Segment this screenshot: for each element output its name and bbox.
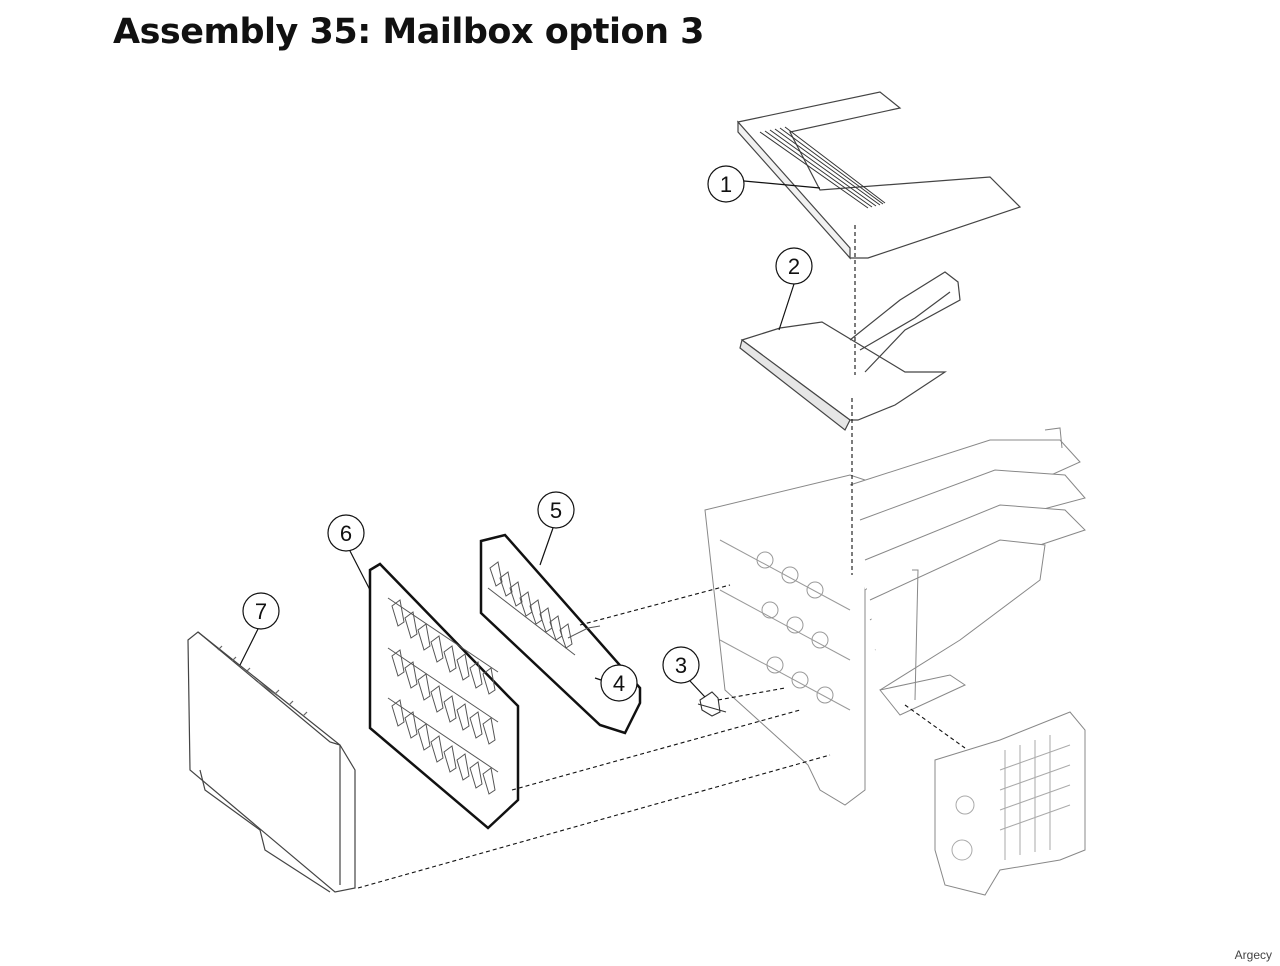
callout-3: 3 (662, 646, 706, 698)
callout-4-label: 4 (613, 671, 625, 696)
callout-7-label: 7 (255, 599, 267, 624)
callout-6: 6 (327, 514, 371, 591)
bin-tray-part (739, 271, 961, 431)
callout-3-label: 3 (675, 653, 687, 678)
deflector-assembly-large-part (368, 562, 520, 830)
mailbox-frame (704, 427, 1086, 806)
rear-frame-part (934, 711, 1086, 896)
side-cover-part (187, 631, 356, 893)
callout-1-label: 1 (720, 172, 732, 197)
sensor-part (697, 691, 727, 717)
callout-2: 2 (775, 247, 813, 331)
callout-5: 5 (537, 491, 575, 566)
callout-2-label: 2 (788, 254, 800, 279)
callout-1: 1 (707, 165, 821, 203)
top-cover-part (736, 91, 1022, 260)
callout-7: 7 (239, 592, 280, 666)
assembly-dashed-lines (357, 225, 966, 889)
callout-6-label: 6 (340, 521, 352, 546)
watermark-text: Argecy (1234, 948, 1272, 962)
deflector-assembly-small-part (479, 533, 642, 735)
page-title: Assembly 35: Mailbox option 3 (113, 12, 705, 52)
callout-4: 4 (594, 664, 638, 702)
callout-5-label: 5 (550, 498, 562, 523)
